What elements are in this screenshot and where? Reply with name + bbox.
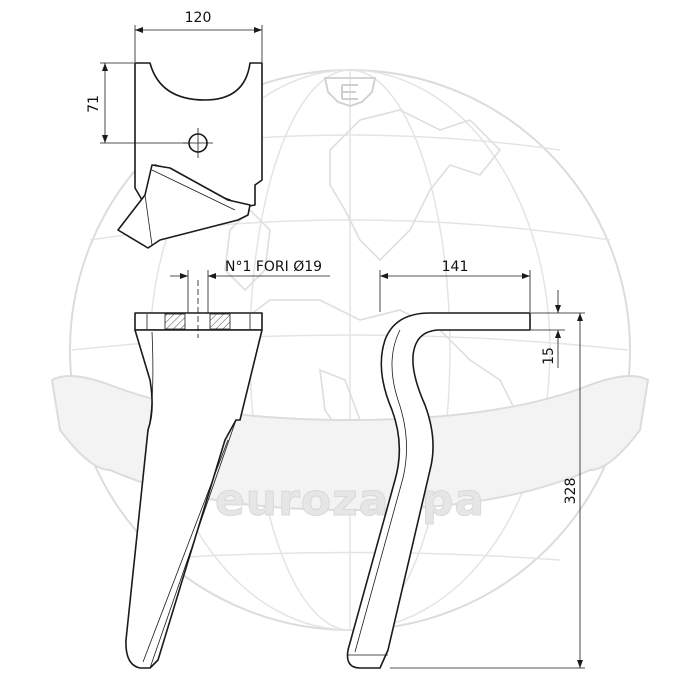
front-view-hole-right xyxy=(209,313,231,330)
front-view-plate xyxy=(134,312,263,331)
dim-label-328: 328 xyxy=(563,478,579,505)
top-view-blade-tip xyxy=(117,164,251,249)
top-view: 120 71 xyxy=(86,10,263,249)
dim-label-15: 15 xyxy=(541,347,557,365)
dim-label-141: 141 xyxy=(442,259,469,275)
watermark-land-scandinavia xyxy=(329,109,502,262)
side-view: 141 15 328 xyxy=(346,259,585,669)
dim-label-holes: N°1 FORI Ø19 xyxy=(225,259,322,275)
side-view-profile xyxy=(346,312,531,669)
watermark-land-britain xyxy=(224,208,271,292)
front-view-hole-left xyxy=(164,313,186,330)
watermark-logo-icon xyxy=(323,77,377,107)
front-view: N°1 FORI Ø19 xyxy=(125,259,330,669)
dim-label-120: 120 xyxy=(185,10,212,26)
dim-label-71: 71 xyxy=(86,95,102,113)
watermark-brand: eurozappa xyxy=(215,475,485,526)
